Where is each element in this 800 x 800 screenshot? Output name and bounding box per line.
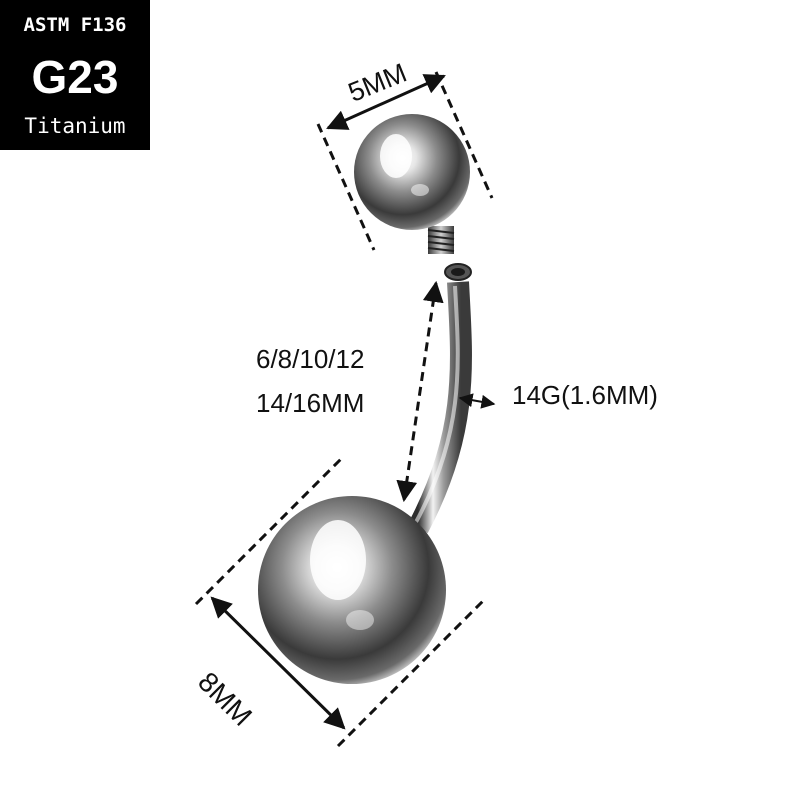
badge-grade: G23 [31,51,119,103]
label-bar-length-line2: 14/16MM [256,388,365,418]
top-ball [354,114,470,230]
label-gauge: 14G(1.6MM) [512,380,658,410]
badge-standard: ASTM F136 [23,14,127,36]
label-bar-length-line1: 6/8/10/12 [256,344,365,374]
threaded-post [427,226,455,254]
badge-material: Titanium [24,114,126,138]
dimension-bar-length [396,280,444,503]
dimension-gauge [458,393,496,409]
dimension-bottom-ball [194,454,488,748]
material-badge: ASTM F136 G23 Titanium [0,0,150,150]
dimension-top-ball [316,71,494,251]
